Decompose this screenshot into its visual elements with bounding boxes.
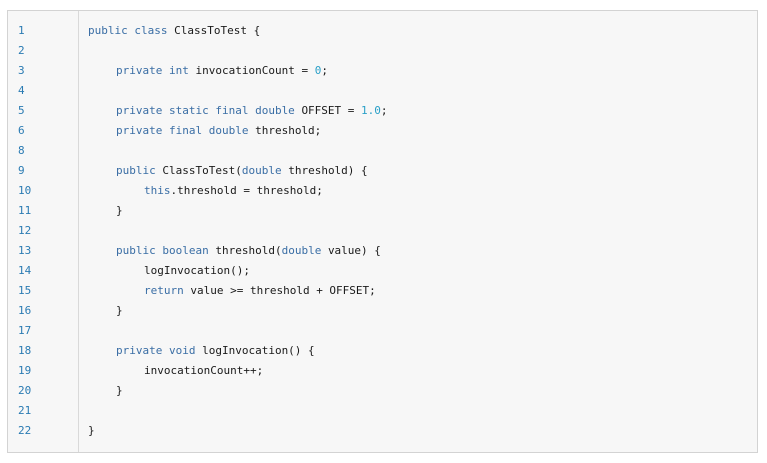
text-token: } xyxy=(88,424,95,437)
code-line: 16} xyxy=(8,301,757,321)
line-number: 1 xyxy=(18,24,25,37)
line-number: 19 xyxy=(18,364,32,377)
keyword-token: public class xyxy=(88,24,175,37)
keyword-token: private void xyxy=(116,344,203,357)
text-token: OFFSET = xyxy=(301,104,362,117)
text-token: value) { xyxy=(327,244,381,257)
keyword-token: public boolean xyxy=(116,244,216,257)
code-text: this.threshold = threshold; xyxy=(144,181,323,201)
code-line: 15 return value >= threshold + OFFSET; xyxy=(8,281,757,301)
code-line: 8 xyxy=(8,141,757,161)
text-token: threshold) { xyxy=(288,164,368,177)
line-number: 8 xyxy=(18,144,25,157)
text-token: ; xyxy=(321,64,328,77)
keyword-token: return xyxy=(144,284,191,297)
text-token: ClassToTest( xyxy=(162,164,242,177)
number-token: 0 xyxy=(314,64,322,77)
line-number: 3 xyxy=(18,64,25,77)
code-text: } xyxy=(116,301,123,321)
keyword-token: double xyxy=(281,244,328,257)
line-number: 2 xyxy=(18,44,25,57)
code-line: 21 xyxy=(8,401,757,421)
code-line: 18 private void logInvocation() { xyxy=(8,341,757,361)
code-line: 4 xyxy=(8,81,757,101)
line-number: 15 xyxy=(18,284,32,297)
code-text: logInvocation(); xyxy=(144,261,250,281)
code-line: 17 xyxy=(8,321,757,341)
line-number-gutter xyxy=(8,11,79,452)
keyword-token: public xyxy=(116,164,163,177)
code-text: } xyxy=(88,421,95,441)
line-number: 11 xyxy=(18,204,32,217)
text-token: } xyxy=(116,204,123,217)
code-line: 6 private final double threshold; xyxy=(8,121,757,141)
text-token: logInvocation() { xyxy=(202,344,315,357)
code-line: 13 public boolean threshold(double value)… xyxy=(8,241,757,261)
line-number: 6 xyxy=(18,124,25,137)
text-token: threshold( xyxy=(215,244,282,257)
line-number: 10 xyxy=(18,184,32,197)
number-token: 1.0 xyxy=(361,104,381,117)
keyword-token: double xyxy=(241,164,289,177)
code-text: public ClassToTest(double threshold) { xyxy=(116,161,368,181)
code-line: 10 this.threshold = threshold; xyxy=(8,181,757,201)
text-token: .threshold = threshold; xyxy=(170,184,323,197)
line-number: 9 xyxy=(18,164,25,177)
keyword-token: this xyxy=(144,184,171,197)
line-number: 21 xyxy=(18,404,32,417)
text-token: } xyxy=(116,304,123,317)
line-number: 5 xyxy=(18,104,25,117)
text-token: threshold; xyxy=(255,124,322,137)
line-number: 17 xyxy=(18,324,32,337)
text-token: value >= threshold + OFFSET; xyxy=(190,284,376,297)
text-token: invocationCount++; xyxy=(144,364,264,377)
text-token: logInvocation(); xyxy=(144,264,250,277)
code-line: 3 private int invocationCount = 0; xyxy=(8,61,757,81)
code-text: private static final double OFFSET = 1.0… xyxy=(116,101,388,121)
code-text: private int invocationCount = 0; xyxy=(116,61,328,81)
code-text: private void logInvocation() { xyxy=(116,341,315,361)
line-number: 16 xyxy=(18,304,32,317)
code-text: invocationCount++; xyxy=(144,361,263,381)
code-text: } xyxy=(116,201,123,221)
line-number: 13 xyxy=(18,244,32,257)
code-line: 20} xyxy=(8,381,757,401)
code-content: 1 public class ClassToTest { 2 3 private int… xyxy=(8,11,757,452)
line-number: 18 xyxy=(18,344,32,357)
line-number: 14 xyxy=(18,264,32,277)
code-block: 1 public class ClassToTest { 2 3 private int… xyxy=(7,10,758,453)
code-text: public class ClassToTest { xyxy=(88,21,260,41)
line-number: 4 xyxy=(18,84,25,97)
code-line: 9 public ClassToTest(double threshold) { xyxy=(8,161,757,181)
code-line: 1 public class ClassToTest { xyxy=(8,21,757,41)
text-token: ; xyxy=(380,104,388,117)
keyword-token: private final double xyxy=(116,124,256,137)
code-text: return value >= threshold + OFFSET; xyxy=(144,281,376,301)
keyword-token: private int xyxy=(116,64,196,77)
code-line: 14 logInvocation(); xyxy=(8,261,757,281)
line-number: 22 xyxy=(18,424,32,437)
text-token: ClassToTest { xyxy=(174,24,261,37)
code-line: 5 private static final double OFFSET = 1.… xyxy=(8,101,757,121)
code-text: public boolean threshold(double value) { xyxy=(116,241,381,261)
code-line: 19 invocationCount++; xyxy=(8,361,757,381)
code-line: 22} xyxy=(8,421,757,441)
line-number: 20 xyxy=(18,384,32,397)
text-token: } xyxy=(116,384,123,397)
code-line: 11} xyxy=(8,201,757,221)
keyword-token: private static final double xyxy=(116,104,302,117)
code-text: } xyxy=(116,381,123,401)
code-text: private final double threshold; xyxy=(116,121,321,141)
line-number: 12 xyxy=(18,224,32,237)
code-line: 2 xyxy=(8,41,757,61)
code-line: 12 xyxy=(8,221,757,241)
text-token: invocationCount = xyxy=(195,64,315,77)
